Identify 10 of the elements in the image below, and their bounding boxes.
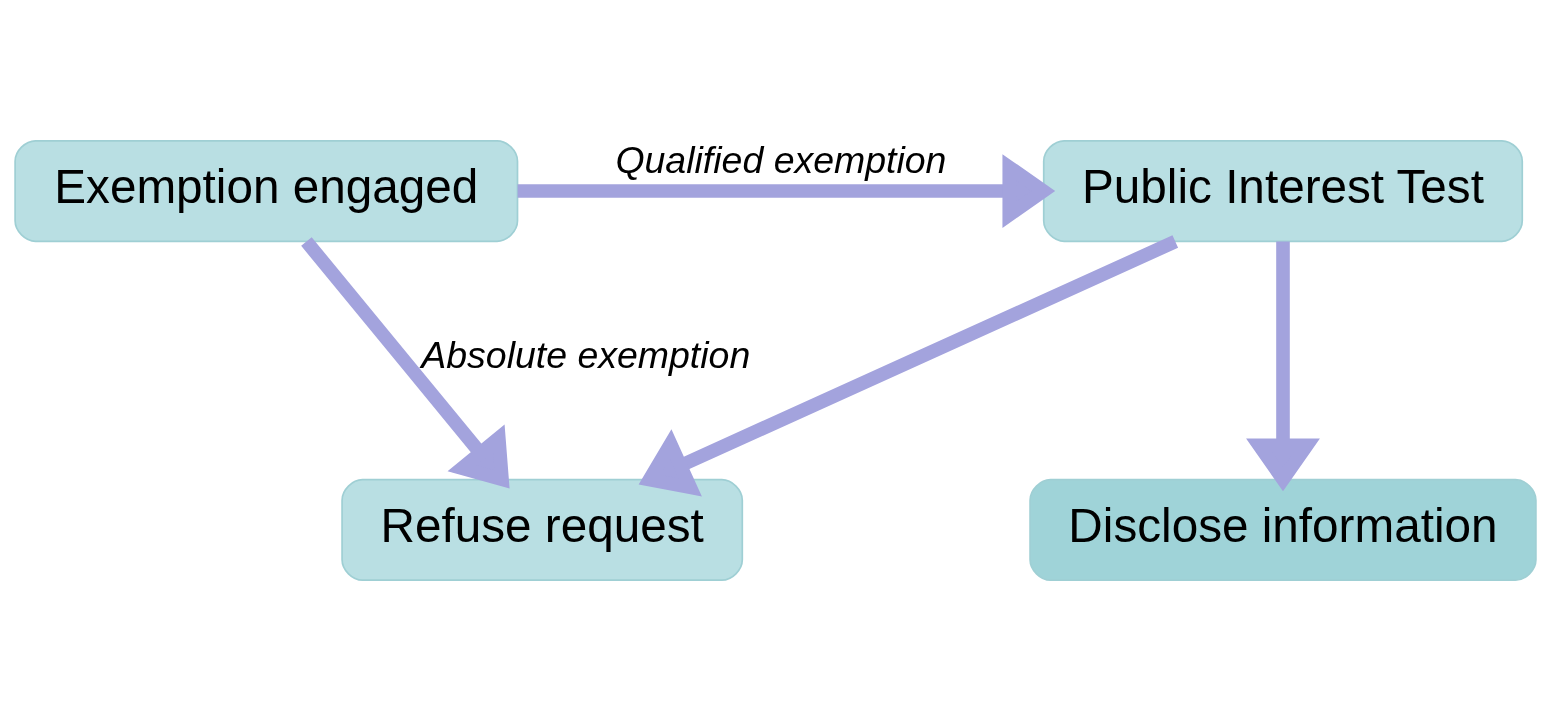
arrow [517,154,1056,228]
node-box: Exemption engaged [14,139,519,243]
node-box: Disclose information [1029,478,1537,582]
node-box: Public Interest Test [1042,139,1524,243]
arrow [1246,241,1320,492]
edge-label: Qualified exemption [615,139,947,182]
arrow [301,237,510,489]
edge-label: Absolute exemption [421,334,751,377]
arrow [638,235,1179,497]
node-box: Refuse request [341,478,744,582]
